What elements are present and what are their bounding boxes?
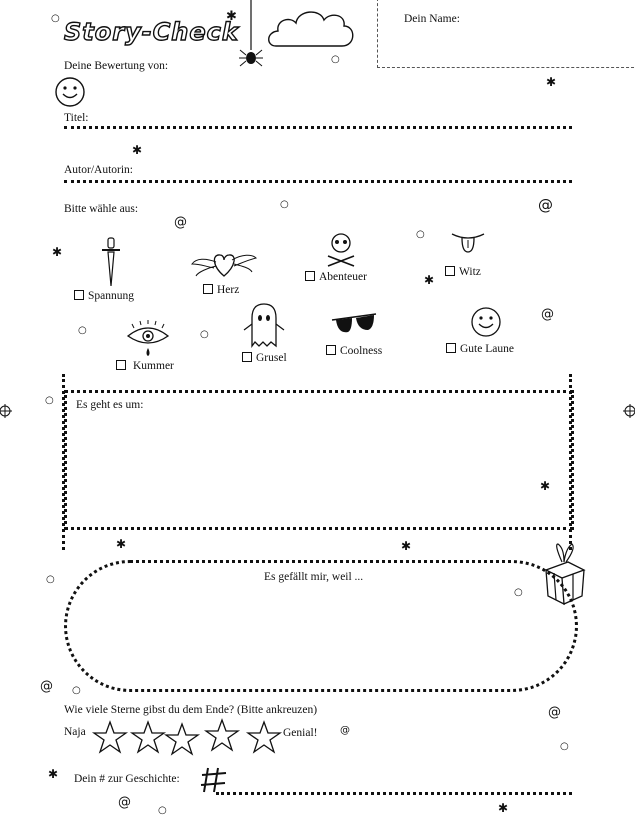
smiley-icon: [55, 77, 85, 107]
circle-doodle-icon: ○: [46, 574, 55, 585]
checkbox[interactable]: [305, 271, 315, 281]
category-herz[interactable]: Herz: [203, 284, 239, 296]
checkbox[interactable]: [445, 266, 455, 276]
asterisk-doodle-icon: ✱: [116, 537, 127, 551]
stars-question: Wie viele Sterne gibst du dem Ende? (Bit…: [64, 704, 318, 716]
star-4[interactable]: [203, 718, 241, 752]
circle-doodle-icon: ○: [514, 587, 523, 598]
category-label: Witz: [459, 266, 481, 278]
skull-crossbones-icon: [327, 233, 355, 267]
hashtag-label: Dein # zur Geschichte:: [74, 773, 180, 785]
stars-low-label: Naja: [64, 726, 86, 738]
asterisk-doodle-icon: ✱: [424, 273, 435, 287]
author-label: Autor/Autorin:: [64, 164, 133, 176]
circle-doodle-icon: ○: [280, 199, 289, 210]
name-label: Dein Name:: [404, 13, 460, 25]
checkbox[interactable]: [203, 284, 213, 294]
category-spannung[interactable]: Spannung: [74, 290, 134, 302]
checkbox[interactable]: [446, 343, 456, 353]
winged-heart-icon: [191, 254, 257, 277]
registration-mark-icon: [623, 404, 635, 418]
ghost-icon: [243, 303, 285, 348]
about-box-edge: [62, 374, 65, 550]
category-coolness[interactable]: Coolness: [326, 345, 382, 357]
title-field[interactable]: [64, 126, 572, 129]
circle-doodle-icon: ○: [78, 325, 87, 336]
title-label: Titel:: [64, 112, 89, 124]
spiral-doodle-icon: @: [118, 795, 131, 810]
page-title: Story-Check: [63, 17, 239, 46]
checkbox[interactable]: [242, 352, 252, 362]
likes-label: Es gefällt mir, weil ...: [264, 571, 364, 583]
circle-doodle-icon: ○: [45, 395, 54, 406]
tongue-out-icon: [451, 233, 485, 253]
gute-laune-smiley-icon: [471, 307, 501, 337]
asterisk-doodle-icon: ✱: [401, 539, 412, 553]
spiral-doodle-icon: @: [174, 215, 187, 230]
category-label: Gute Laune: [460, 343, 514, 355]
spiral-doodle-icon: @: [340, 725, 350, 736]
checkbox[interactable]: [74, 290, 84, 300]
likes-box[interactable]: [64, 560, 578, 692]
category-witz[interactable]: Witz: [445, 266, 481, 278]
dagger-icon: [102, 237, 120, 287]
asterisk-doodle-icon: ✱: [540, 479, 551, 493]
rating-by-label: Deine Bewertung von:: [64, 60, 169, 72]
hashtag-icon: [200, 767, 227, 793]
about-box[interactable]: [64, 390, 574, 530]
asterisk-doodle-icon: ✱: [546, 75, 557, 89]
circle-doodle-icon: ○: [158, 805, 167, 816]
about-label: Es geht es um:: [76, 399, 144, 411]
cloud-icon: [268, 11, 354, 47]
circle-doodle-icon: ○: [416, 229, 425, 240]
star-rating[interactable]: [91, 718, 283, 756]
category-label: Grusel: [256, 352, 287, 364]
spiral-doodle-icon: @: [548, 705, 561, 720]
category-gute-laune[interactable]: Gute Laune: [446, 343, 514, 355]
sunglasses-icon: [331, 313, 377, 333]
category-label: Coolness: [340, 345, 383, 357]
category-label: Kummer: [133, 360, 174, 372]
asterisk-doodle-icon: ✱: [52, 245, 63, 259]
spiral-doodle-icon: @: [538, 196, 553, 214]
category-abenteuer[interactable]: Abenteuer: [305, 271, 367, 283]
circle-doodle-icon: ○: [331, 54, 340, 65]
about-box-edge: [569, 374, 572, 550]
circle-doodle-icon: ○: [72, 685, 81, 696]
star-1[interactable]: [91, 720, 129, 754]
spider-icon: [239, 0, 263, 67]
category-label: Abenteuer: [319, 271, 367, 283]
circle-doodle-icon: ○: [51, 13, 60, 24]
star-5[interactable]: [245, 720, 283, 754]
checkbox[interactable]: [326, 345, 336, 355]
name-box[interactable]: [377, 0, 635, 68]
registration-mark-icon: [0, 404, 12, 418]
spiral-doodle-icon: @: [40, 679, 53, 694]
asterisk-doodle-icon: ✱: [132, 143, 143, 157]
author-field[interactable]: [64, 180, 572, 183]
circle-doodle-icon: ○: [200, 329, 209, 340]
asterisk-doodle-icon: ✱: [48, 767, 59, 781]
checkbox[interactable]: [116, 360, 126, 370]
category-kummer[interactable]: Kummer: [116, 360, 174, 372]
category-label: Herz: [217, 284, 240, 296]
star-3[interactable]: [163, 722, 201, 756]
hashtag-field[interactable]: [216, 792, 572, 795]
asterisk-doodle-icon: ✱: [226, 9, 237, 24]
star-2[interactable]: [129, 720, 167, 754]
category-grusel[interactable]: Grusel: [242, 352, 287, 364]
asterisk-doodle-icon: ✱: [498, 801, 509, 815]
spiral-doodle-icon: @: [541, 307, 554, 322]
category-label: Spannung: [88, 290, 134, 302]
stars-high-label: Genial!: [283, 727, 318, 739]
gift-icon: [544, 543, 586, 606]
crying-eye-icon: [126, 320, 170, 356]
choose-label: Bitte wähle aus:: [64, 203, 139, 215]
circle-doodle-icon: ○: [560, 741, 569, 752]
